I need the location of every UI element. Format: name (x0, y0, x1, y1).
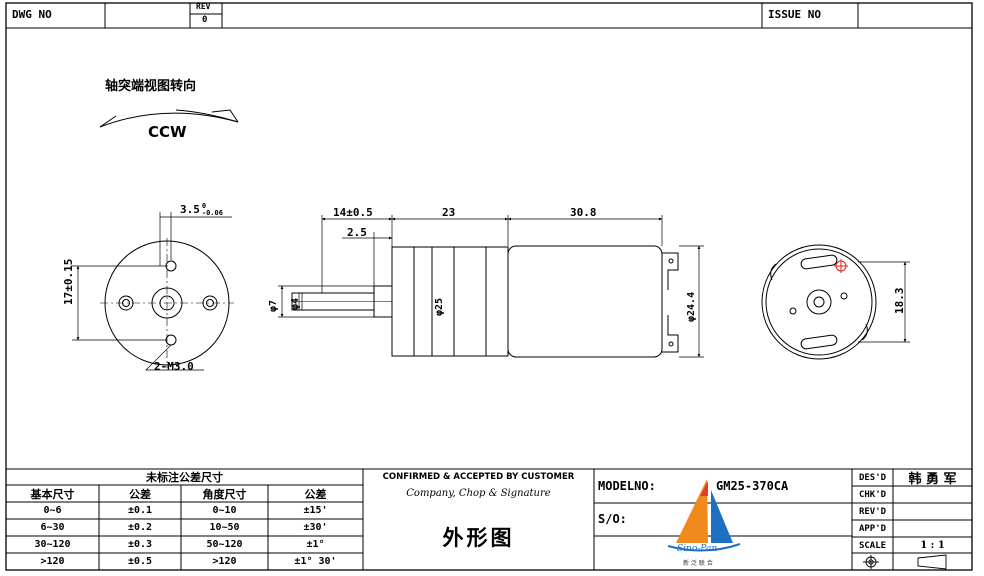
tolerance-cell: 50~120 (206, 539, 243, 550)
signoff-value (893, 503, 972, 520)
dwg-no-label: DWG NO (12, 8, 52, 21)
dim-motor-length: 30.8 (570, 206, 597, 219)
sino-pan-logo-icon (667, 479, 741, 552)
rotation-arrow (99, 109, 239, 128)
so-label: S/O: (598, 512, 627, 526)
model-value: GM25-370CA (716, 479, 789, 493)
signoff-value (893, 520, 972, 537)
issue-no-label: ISSUE NO (768, 8, 821, 21)
red-reference-marker (834, 259, 848, 273)
tolerance-cell: 0~10 (212, 505, 237, 516)
rotation-note: 轴突端视图转向 (105, 79, 197, 94)
front-view (72, 212, 234, 371)
tolerance-header: 基本尺寸 (30, 487, 75, 501)
side-view (278, 215, 704, 358)
dim-boss-dia: φ7 (268, 299, 279, 312)
signoff-value: 1 : 1 (920, 540, 945, 551)
tolerance-header: 公差 (304, 487, 327, 501)
dim-shaft-dia: φ4 (290, 297, 301, 310)
tolerance-cell: ±0.3 (127, 539, 153, 550)
tolerance-header: 公差 (129, 487, 151, 501)
tolerance-cell: 6~30 (40, 522, 65, 533)
title-block (6, 468, 972, 570)
rotation-direction: CCW (148, 123, 187, 141)
tolerance-cell: ±30' (303, 522, 328, 533)
signoff-label: SCALE (858, 540, 887, 551)
tolerance-cell: ±15' (303, 505, 328, 516)
tolerance-cell: 30~120 (34, 539, 71, 550)
tolerance-title: 未标注公差尺寸 (146, 471, 223, 484)
tolerance-cell: ±0.1 (127, 505, 153, 516)
rear-view (761, 244, 910, 360)
tolerance-cell: ±1° 30' (294, 556, 337, 567)
rev-label: REV (196, 2, 211, 11)
dim-terminal-span: 18.3 (893, 287, 906, 315)
tolerance-cell: >120 (212, 556, 237, 567)
dim-hole-spacing: 17±0.15 (62, 258, 75, 305)
signoff-label: APP'D (858, 523, 887, 534)
tolerance-header: 角度尺寸 (202, 487, 247, 501)
rev-value: 0 (202, 15, 208, 25)
tolerance-cell: ±1° (306, 539, 325, 550)
confirm-line: CONFIRMED & ACCEPTED BY CUSTOMER (382, 472, 575, 482)
tolerance-cell: 0~6 (43, 505, 62, 516)
signoff-label: CHK'D (858, 489, 887, 500)
model-label: MODELNO: (598, 479, 656, 493)
confirm-signature-line: Company, Chop & Signature (406, 487, 551, 499)
dim-motor-dia: φ24.4 (686, 291, 697, 322)
tolerance-cell: ±0.5 (127, 556, 153, 567)
dim-shaft-length: 14±0.5 (333, 206, 373, 219)
logo-text: Sino-Pan (677, 544, 718, 554)
tolerance-cell: ±0.2 (127, 522, 153, 533)
signoff-label: DES'D (858, 472, 887, 483)
projection-symbol-icon (863, 554, 947, 570)
dim-flat-length: 2.5 (347, 226, 367, 239)
signoff-value: 韩 勇 军 (908, 472, 957, 486)
dim-mount-screws: 2-M3.0 (154, 360, 194, 373)
tolerance-cell: 10~50 (209, 522, 240, 533)
drawing-title: 外形图 (442, 525, 515, 550)
dim-gearbox-dia: φ25 (434, 297, 445, 316)
signoff-value (893, 486, 972, 503)
logo-subtitle: 新 泛 联 合 (683, 560, 713, 567)
signoff-label: REV'D (858, 506, 887, 517)
dim-gearbox-length: 23 (442, 206, 456, 219)
tolerance-cell: >120 (40, 556, 65, 567)
